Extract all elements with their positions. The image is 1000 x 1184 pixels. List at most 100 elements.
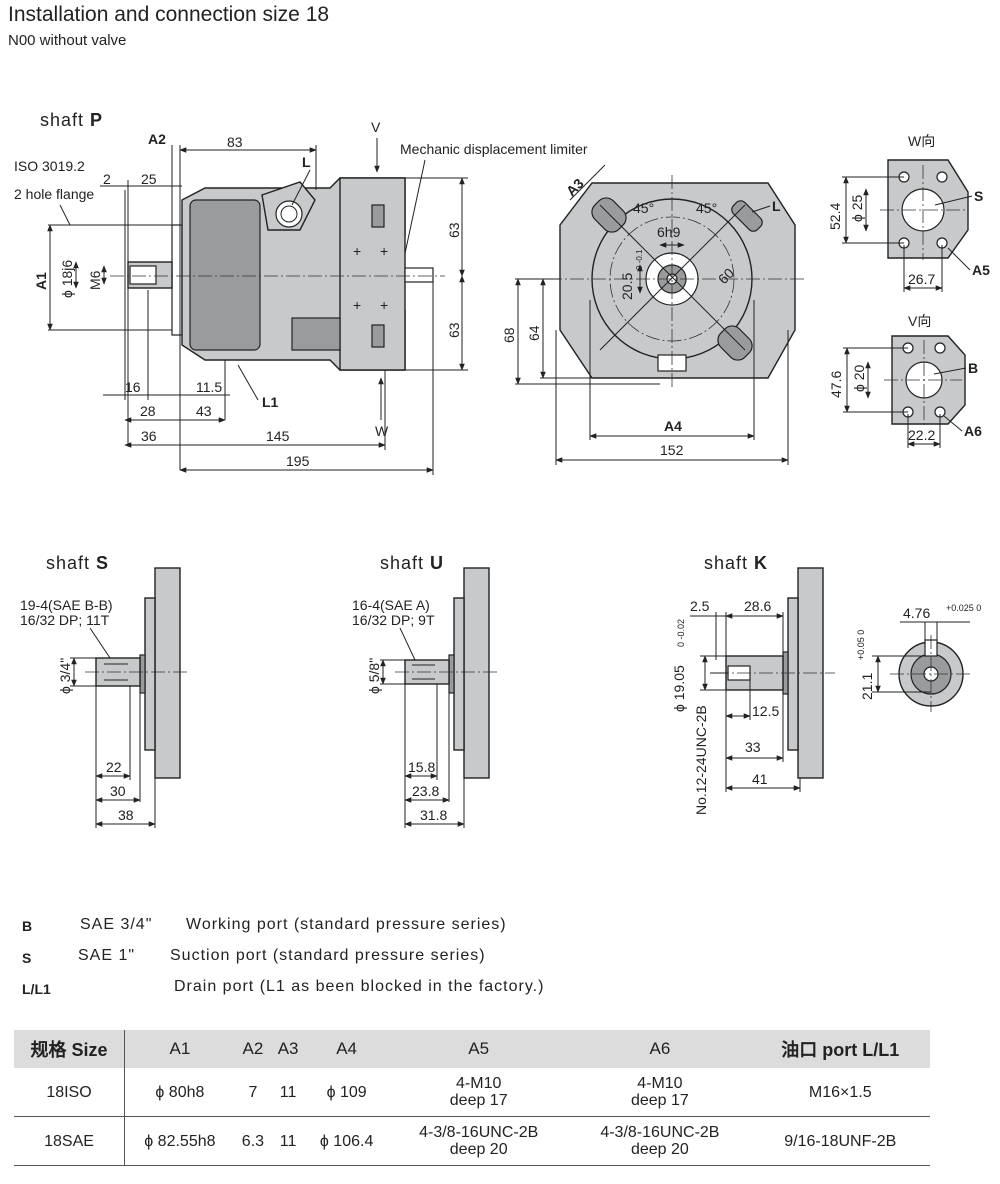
table-cell: 18SAE <box>14 1116 125 1166</box>
table-cell: ϕ 80h8 <box>124 1068 235 1117</box>
svg-text:ϕ 20: ϕ 20 <box>851 364 867 392</box>
svg-text:+: + <box>380 243 388 259</box>
table-cell: 4-3/8-16UNC-2B deep 20 <box>388 1116 570 1166</box>
svg-text:V: V <box>371 119 381 135</box>
svg-text:11.5: 11.5 <box>196 379 222 395</box>
svg-text:A2: A2 <box>148 131 166 147</box>
svg-text:6h9: 6h9 <box>657 224 681 240</box>
svg-text:25: 25 <box>141 171 157 187</box>
svg-text:B: B <box>968 360 978 376</box>
legend-key-l: L/L1 <box>22 981 51 997</box>
drain-port-front <box>731 200 763 232</box>
page-subtitle: N00 without valve <box>8 32 127 49</box>
legend-desc-s: Suction port (standard pressure series) <box>170 947 486 964</box>
svg-text:41: 41 <box>752 771 768 787</box>
flange-leader <box>59 204 71 226</box>
svg-text:195: 195 <box>286 453 310 469</box>
svg-text:L: L <box>772 198 781 214</box>
svg-text:20.5: 20.5 <box>619 273 635 300</box>
table-cell: 7 <box>234 1068 272 1117</box>
shaft-u-view: shaft U 16-4(SAE A) 16/32 DP; 9T ϕ 5/8" … <box>352 553 500 828</box>
svg-text:83: 83 <box>227 134 243 150</box>
svg-text:45°: 45° <box>696 200 717 216</box>
svg-text:21.1: 21.1 <box>859 673 875 700</box>
table-row: 18SAE ϕ 82.55h8 6.3 11 ϕ 106.4 4-3/8-16U… <box>14 1116 930 1166</box>
svg-text:16: 16 <box>125 379 141 395</box>
svg-text:152: 152 <box>660 442 684 458</box>
svg-text:36: 36 <box>141 428 157 444</box>
shaft-k-view: shaft K 2.5 28.6 ϕ 19.05 0 -0.02 No.12-2… <box>671 553 981 815</box>
shaft-p-label: shaft P <box>40 110 103 130</box>
svg-text:ϕ 19.05: ϕ 19.05 <box>671 665 687 712</box>
svg-text:L: L <box>302 154 311 170</box>
svg-text:16/32 DP; 11T: 16/32 DP; 11T <box>20 612 110 628</box>
svg-text:ϕ 5/8": ϕ 5/8" <box>366 658 382 694</box>
plug-bottom <box>371 324 385 348</box>
v-port-view: V向 B 47.6 ϕ 20 22.2 A6 <box>828 313 982 448</box>
svg-text:52.4: 52.4 <box>827 203 843 230</box>
svg-text:47.6: 47.6 <box>828 371 844 398</box>
svg-text:68: 68 <box>501 327 517 343</box>
svg-text:No.12-24UNC-2B: No.12-24UNC-2B <box>693 705 709 815</box>
table-cell: 4-M10 deep 17 <box>388 1068 570 1117</box>
svg-text:38: 38 <box>118 807 134 823</box>
legend-size-b: SAE 3/4" <box>80 916 153 933</box>
svg-text:43: 43 <box>196 403 212 419</box>
bolt-hole-top <box>591 197 627 233</box>
svg-text:W向: W向 <box>908 133 935 149</box>
svg-text:2.5: 2.5 <box>690 598 710 614</box>
table-header: 规格 Size <box>14 1030 125 1068</box>
table-cell: 11 <box>271 1116 306 1166</box>
drain-port-l <box>275 200 303 228</box>
bottom-boss <box>291 317 341 351</box>
svg-text:A5: A5 <box>972 262 990 278</box>
table-cell: ϕ 106.4 <box>305 1116 389 1166</box>
svg-text:0 -0.02: 0 -0.02 <box>676 619 686 647</box>
svg-text:S: S <box>974 188 983 204</box>
legend-size-s: SAE 1" <box>78 947 136 964</box>
spec-table: 规格 Size A1 A2 A3 A4 A5 A6 油口 port L/L1 1… <box>14 1030 930 1166</box>
cross-mark: + <box>353 243 361 259</box>
limiter-label: Mechanic displacement limiter <box>400 141 588 157</box>
legend-desc-l: Drain port (L1 as been blocked in the fa… <box>174 978 545 995</box>
svg-text:45°: 45° <box>633 200 654 216</box>
svg-text:A4: A4 <box>664 418 682 434</box>
svg-text:31.8: 31.8 <box>420 807 447 823</box>
page-title: Installation and connection size 18 <box>8 3 330 26</box>
svg-text:19-4(SAE B-B): 19-4(SAE B-B) <box>20 597 113 613</box>
svg-text:M6: M6 <box>87 270 103 290</box>
housing-front <box>189 199 261 351</box>
svg-text:15.8: 15.8 <box>408 759 435 775</box>
table-row: 18ISO ϕ 80h8 7 11 ϕ 109 4-M10 deep 17 4-… <box>14 1068 930 1117</box>
svg-text:ϕ 18j6: ϕ 18j6 <box>59 260 75 298</box>
svg-text:+: + <box>353 297 361 313</box>
legend-key-s: S <box>22 950 32 966</box>
svg-text:V向: V向 <box>908 313 931 329</box>
flange-label: 2 hole flange <box>14 186 94 202</box>
w-port-view: W向 S 52.4 ϕ 25 26.7 A5 <box>827 133 990 292</box>
table-cell: ϕ 109 <box>305 1068 389 1117</box>
table-header: A1 <box>124 1030 235 1068</box>
table-cell: ϕ 82.55h8 <box>124 1116 235 1166</box>
svg-text:0 -0.1: 0 -0.1 <box>635 249 644 270</box>
table-cell: M16×1.5 <box>750 1068 930 1117</box>
svg-text:A6: A6 <box>964 423 982 439</box>
svg-text:22: 22 <box>106 759 122 775</box>
shaft-k-label: shaft K <box>704 553 768 573</box>
front-view: A3 45° 45° L 6h9 60 20.5 0 -0.1 68 64 A4… <box>501 164 805 465</box>
table-cell: 11 <box>271 1068 306 1117</box>
table-cell: 9/16-18UNF-2B <box>750 1116 930 1166</box>
svg-text:ϕ 3/4": ϕ 3/4" <box>57 658 73 694</box>
legend-desc-b: Working port (standard pressure series) <box>186 916 507 933</box>
shaft-u-flange <box>463 567 490 779</box>
shaft-s-label: shaft S <box>46 553 109 573</box>
svg-text:16/32 DP; 9T: 16/32 DP; 9T <box>352 612 435 628</box>
shaft-u-label: shaft U <box>380 553 444 573</box>
table-cell: 6.3 <box>234 1116 272 1166</box>
plug-top <box>371 204 385 228</box>
svg-text:63: 63 <box>446 222 462 238</box>
svg-text:63: 63 <box>446 322 462 338</box>
shaft-thread <box>129 265 157 285</box>
svg-text:30: 30 <box>110 783 126 799</box>
table-header: A6 <box>569 1030 751 1068</box>
